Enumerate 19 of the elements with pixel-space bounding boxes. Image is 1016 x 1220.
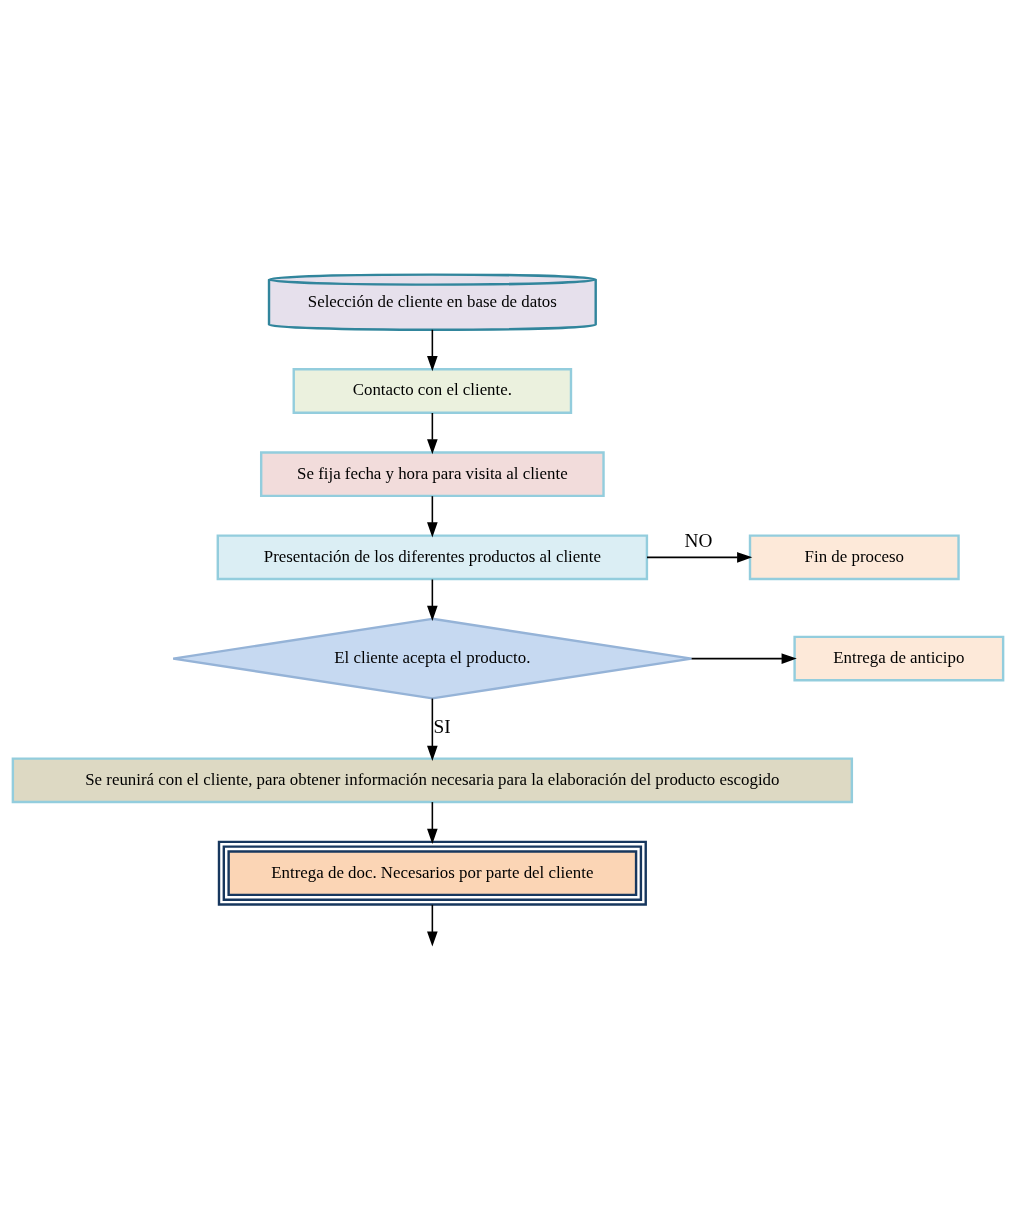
- arrow: [427, 578, 438, 621]
- arrow: [427, 329, 438, 372]
- node-box: Se fija fecha y hora para visita al cliente: [259, 451, 605, 498]
- node-box: Fin de proceso: [748, 534, 960, 581]
- arrow: [646, 552, 753, 563]
- arrow: [427, 495, 438, 538]
- edge-label: NO: [684, 530, 713, 552]
- arrow: [427, 697, 438, 762]
- node-box: Entrega de anticipo: [793, 635, 1005, 682]
- node-box: Se reunirá con el cliente, para obtener información necesaria para la elaboración del producto escogido: [11, 757, 854, 804]
- arrow: [427, 801, 438, 844]
- arrow: [690, 653, 797, 664]
- node-box: Contacto con el cliente.: [292, 368, 573, 414]
- node-box: Entrega de doc. Necesarios por parte del cliente: [217, 840, 647, 906]
- arrow: [427, 412, 438, 455]
- node-box: Presentación de los diferentes productos al cliente: [216, 534, 649, 581]
- arrow: [427, 904, 438, 947]
- edge-label: SI: [433, 716, 451, 738]
- node-diamond: El cliente acepta el producto.: [171, 617, 693, 700]
